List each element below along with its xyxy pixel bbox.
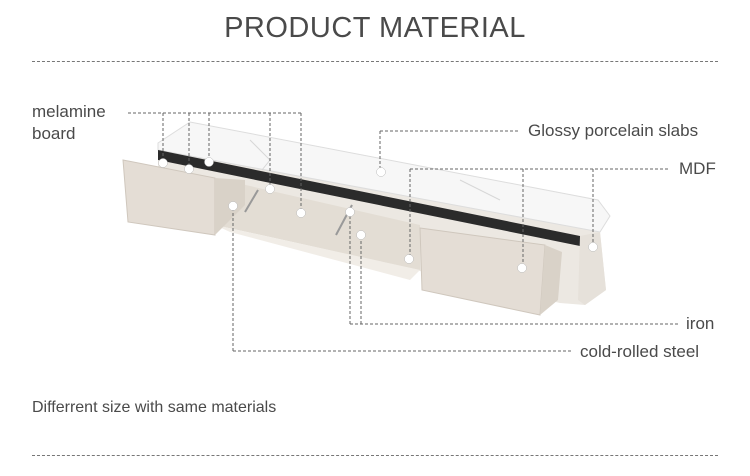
leader-lines [128, 112, 678, 352]
label-mdf: MDF [679, 159, 716, 178]
bottom-divider [32, 455, 718, 456]
hinge [244, 189, 259, 213]
flap-door [215, 225, 420, 280]
right-end-panel [578, 232, 606, 305]
cabinet-interior [215, 178, 420, 270]
size-note: Differrent size with same materials [32, 399, 277, 416]
page-title: PRODUCT MATERIAL [224, 12, 526, 44]
label-melamine-board: melamine board [32, 101, 106, 145]
black-band [158, 150, 580, 246]
top-divider [32, 61, 718, 62]
label-steel: cold-rolled steel [580, 342, 700, 361]
tv-cabinet-illustration [122, 121, 611, 316]
label-melamine-line1: melamine [32, 102, 106, 121]
right-drawer-side [540, 245, 562, 315]
label-iron: iron [686, 314, 715, 333]
label-porcelain: Glossy porcelain slabs [528, 121, 699, 140]
label-melamine-line2: board [32, 124, 76, 143]
marker-dots [158, 157, 598, 273]
